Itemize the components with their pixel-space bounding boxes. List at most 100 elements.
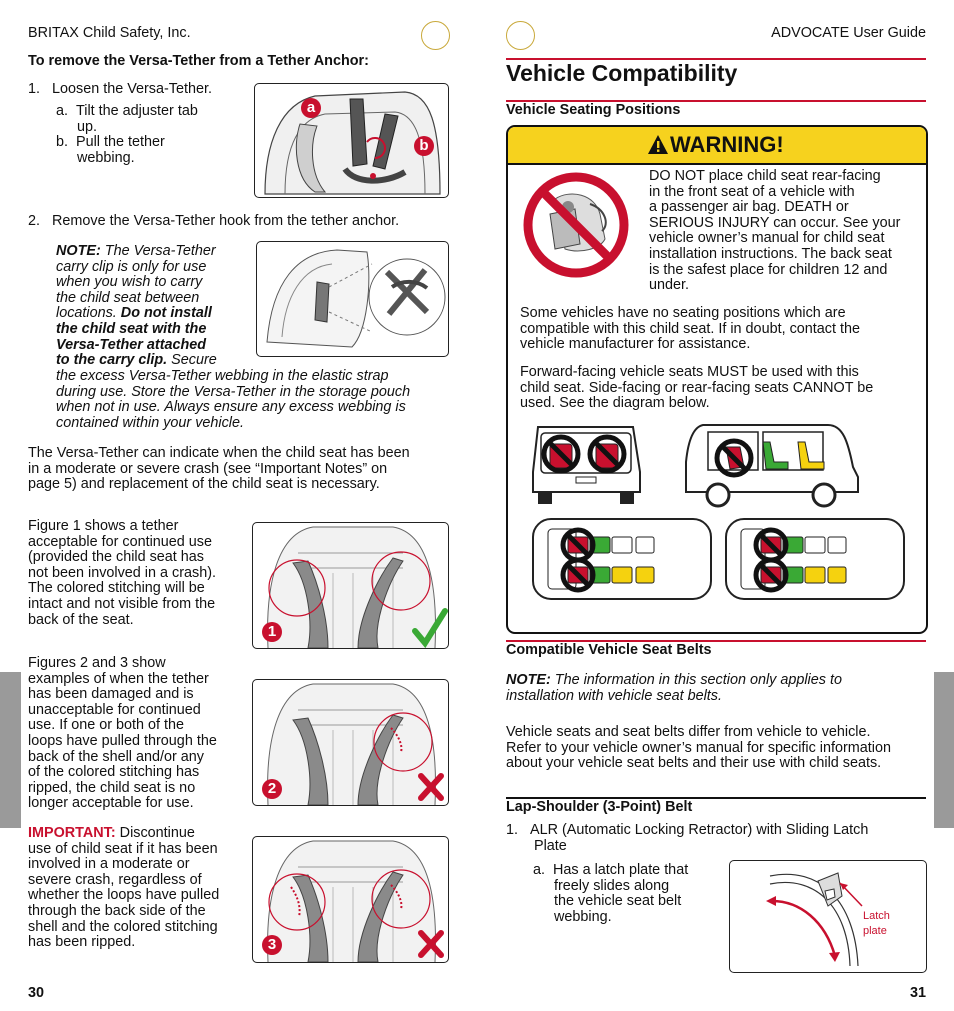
figure-adjuster: a b (254, 83, 449, 198)
note-line1: The Versa-Tether (104, 243, 216, 259)
figures-2-3-description: Figures 2 and 3 show examples of when th… (28, 655, 217, 812)
important-label: IMPORTANT: (28, 825, 116, 841)
fig23-line: of the colored stitching has (28, 764, 200, 781)
figure-3-damaged: 3 (252, 836, 449, 963)
fig23-line: has been damaged and is (28, 686, 194, 703)
fig23-line: examples of when the tether (28, 670, 209, 687)
page-title: Vehicle Compatibility (506, 60, 738, 86)
alr-1a-line: a. Has a latch plate that (533, 862, 689, 878)
latch-plate-illustration (766, 872, 863, 967)
note-label: NOTE: (506, 672, 551, 688)
seat-belts-note: NOTE: The information in this section on… (506, 672, 842, 704)
alr-1a-line: freely slides along (554, 877, 670, 894)
warning-text: DO NOT place child seat rear-facing in t… (649, 168, 901, 294)
x-icon (418, 930, 444, 958)
important-line: whether the loops have pulled (28, 887, 220, 904)
fig1-line: acceptable for continued use (28, 533, 213, 550)
right-header: ADVOCATE User Guide (771, 25, 926, 41)
warning-triangle-icon (648, 135, 668, 154)
fig1-line: back of the seat. (28, 611, 134, 628)
check-icon (412, 608, 448, 648)
top-view-vehicle-1 (532, 518, 712, 600)
para2-line: used. See the diagram below. (520, 395, 710, 412)
note-line4: the child seat between (56, 289, 200, 306)
compat-paragraph-1: Some vehicles have no seating positions … (520, 305, 860, 353)
seat-belts-note-line1: The information in this section only app… (554, 672, 842, 688)
important-line: shell and the colored stitching (28, 918, 218, 935)
right-header-circle (506, 21, 535, 50)
figure-1-acceptable: 1 (252, 522, 449, 649)
figure-2-illustration (267, 683, 444, 805)
suv-rear-view (532, 426, 641, 504)
x-icon (418, 773, 444, 801)
step-1b: b. Pull the tether webbing. (56, 134, 165, 166)
warning-line: DO NOT place child seat rear-facing (649, 168, 881, 184)
alr-1a-line: the vehicle seat belt (554, 893, 682, 910)
note-line8a: to the carry clip. (56, 352, 168, 369)
warning-line: SERIOUS INJURY can occur. See your (649, 214, 901, 231)
para1-line: vehicle manufacturer for assistance. (520, 336, 751, 353)
figure-latch-plate: Latch plate (729, 860, 927, 973)
figure1-description: Figure 1 shows a tether acceptable for c… (28, 518, 216, 628)
no-symbol-icon (523, 172, 629, 278)
figure-badge-b: b (414, 136, 434, 156)
right-page-tab (934, 672, 954, 828)
warning-line: is the safest place for children 12 and (649, 261, 888, 278)
fig1-line: not been involved in a crash). (28, 564, 216, 581)
alr-line2: Plate (534, 837, 567, 854)
important-line: severe crash, regardless of (28, 871, 202, 888)
para3-line: Refer to your vehicle owner’s manual for… (506, 739, 891, 756)
note-line5a: locations. (56, 305, 117, 322)
para3-line: Vehicle seats and seat belts differ from… (506, 724, 871, 740)
figure-number-1: 1 (262, 622, 282, 642)
para3-line: about your vehicle seat belts and their … (506, 755, 882, 772)
top-view-vehicle-2 (725, 518, 905, 600)
warning-line: in the front seat of a vehicle with (649, 183, 855, 200)
note-line11: when not in use. Always ensure any exces… (56, 399, 406, 416)
note-line2: carry clip is only for use (56, 258, 207, 275)
fig23-line: back of the shell and/or any (28, 748, 204, 765)
note-line7: Versa-Tether attached (56, 336, 207, 353)
figure-1-illustration (267, 526, 448, 648)
crash-line1: The Versa-Tether can indicate when the c… (28, 445, 410, 461)
alr-step-1a: a. Has a latch plate that freely slides … (533, 862, 689, 925)
fig23-line: use. If one or both of the (28, 717, 185, 734)
latch-plate-label: Latch plate (863, 909, 890, 939)
note-label: NOTE: (56, 243, 101, 259)
carry-clip-illustration (266, 249, 446, 348)
step-1a-line2: up. (77, 118, 98, 135)
step-1a-line1: a. Tilt the adjuster tab (56, 103, 198, 119)
fig1-line: intact and not visible from the (28, 595, 216, 612)
important-paragraph: IMPORTANT: Discontinue use of child seat… (28, 825, 220, 951)
para2-line: child seat. Side-facing or rear-facing s… (520, 379, 874, 396)
alr-1a-line: webbing. (554, 908, 612, 925)
seat-belts-paragraph: Vehicle seats and seat belts differ from… (506, 724, 891, 772)
subheading-rule-2 (506, 640, 926, 642)
warning-line: a passenger air bag. DEATH or (649, 199, 849, 216)
note-line9: the excess Versa-Tether webbing in the e… (56, 368, 389, 384)
warning-line: installation instructions. The back seat (649, 245, 892, 262)
tether-removal-heading: To remove the Versa-Tether from a Tether… (28, 53, 369, 69)
figure-3-illustration (267, 840, 444, 962)
alr-line1: 1. ALR (Automatic Locking Retractor) wit… (506, 822, 869, 838)
figure-badge-a: a (301, 98, 321, 118)
para1-line: Some vehicles have no seating positions … (520, 305, 846, 321)
right-page-number: 31 (909, 985, 926, 1001)
warning-box: WARNING! DO NOT place child seat rear-fa… (506, 125, 928, 634)
figure-number-3: 3 (262, 935, 282, 955)
note-line3: when you wish to carry (56, 274, 203, 291)
important-line: has been ripped. (28, 934, 136, 951)
step-1b-line1: b. Pull the tether (56, 134, 165, 150)
warning-line: vehicle owner’s manual for child seat (649, 230, 885, 247)
van-side-view (685, 424, 859, 508)
fig23-line: loops have pulled through the (28, 732, 217, 749)
important-line: through the back side of the (28, 902, 206, 919)
warning-header: WARNING! (508, 127, 926, 165)
left-page-number: 30 (28, 985, 45, 1001)
step-1a: a. Tilt the adjuster tab up. (56, 103, 198, 135)
note-line12: contained within your vehicle. (56, 414, 244, 431)
important-line: involved in a moderate or (28, 856, 190, 873)
left-header: BRITAX Child Safety, Inc. (28, 25, 191, 41)
fig23-line: unacceptable for continued (28, 701, 201, 718)
latch-label-line1: Latch (863, 910, 890, 922)
